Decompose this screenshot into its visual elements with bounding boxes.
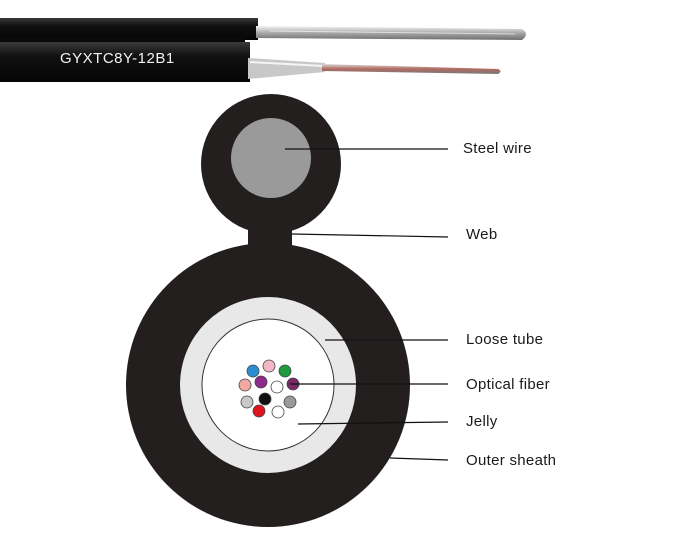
leader-jelly (297, 421, 449, 425)
label-web: Web (466, 226, 498, 243)
fiber-white (270, 380, 284, 394)
exposed-steel-wire (256, 26, 526, 40)
messenger-sheath (0, 18, 258, 40)
label-loose-tube: Loose tube (466, 331, 544, 348)
label-steel-wire: Steel wire (463, 140, 532, 157)
fiber-black (258, 392, 272, 406)
fiber-pink (262, 359, 276, 373)
main-sheath (0, 42, 250, 82)
fiber-green (278, 364, 292, 378)
fiber-blue (246, 364, 260, 378)
fiber-violet (254, 375, 268, 389)
steel-wire-core (231, 118, 311, 198)
fiber-red (252, 404, 266, 418)
exposed-loose-tube (248, 58, 325, 79)
loose-tube (201, 318, 335, 452)
fiber-light-gray (240, 395, 254, 409)
leader-outer-sheath (389, 457, 449, 461)
cable-photo (0, 18, 526, 82)
leader-lines (285, 148, 449, 461)
cross-section (126, 94, 410, 527)
label-optical-fiber: Optical fiber (466, 376, 550, 393)
fiber-white-2 (271, 405, 285, 419)
product-model-label: GYXTC8Y-12B1 (60, 50, 175, 67)
fiber-rose (238, 378, 252, 392)
leader-web (291, 233, 449, 238)
fiber-gray (283, 395, 297, 409)
label-jelly: Jelly (466, 413, 498, 430)
exposed-fibers (322, 64, 501, 74)
label-outer-sheath: Outer sheath (466, 452, 557, 469)
